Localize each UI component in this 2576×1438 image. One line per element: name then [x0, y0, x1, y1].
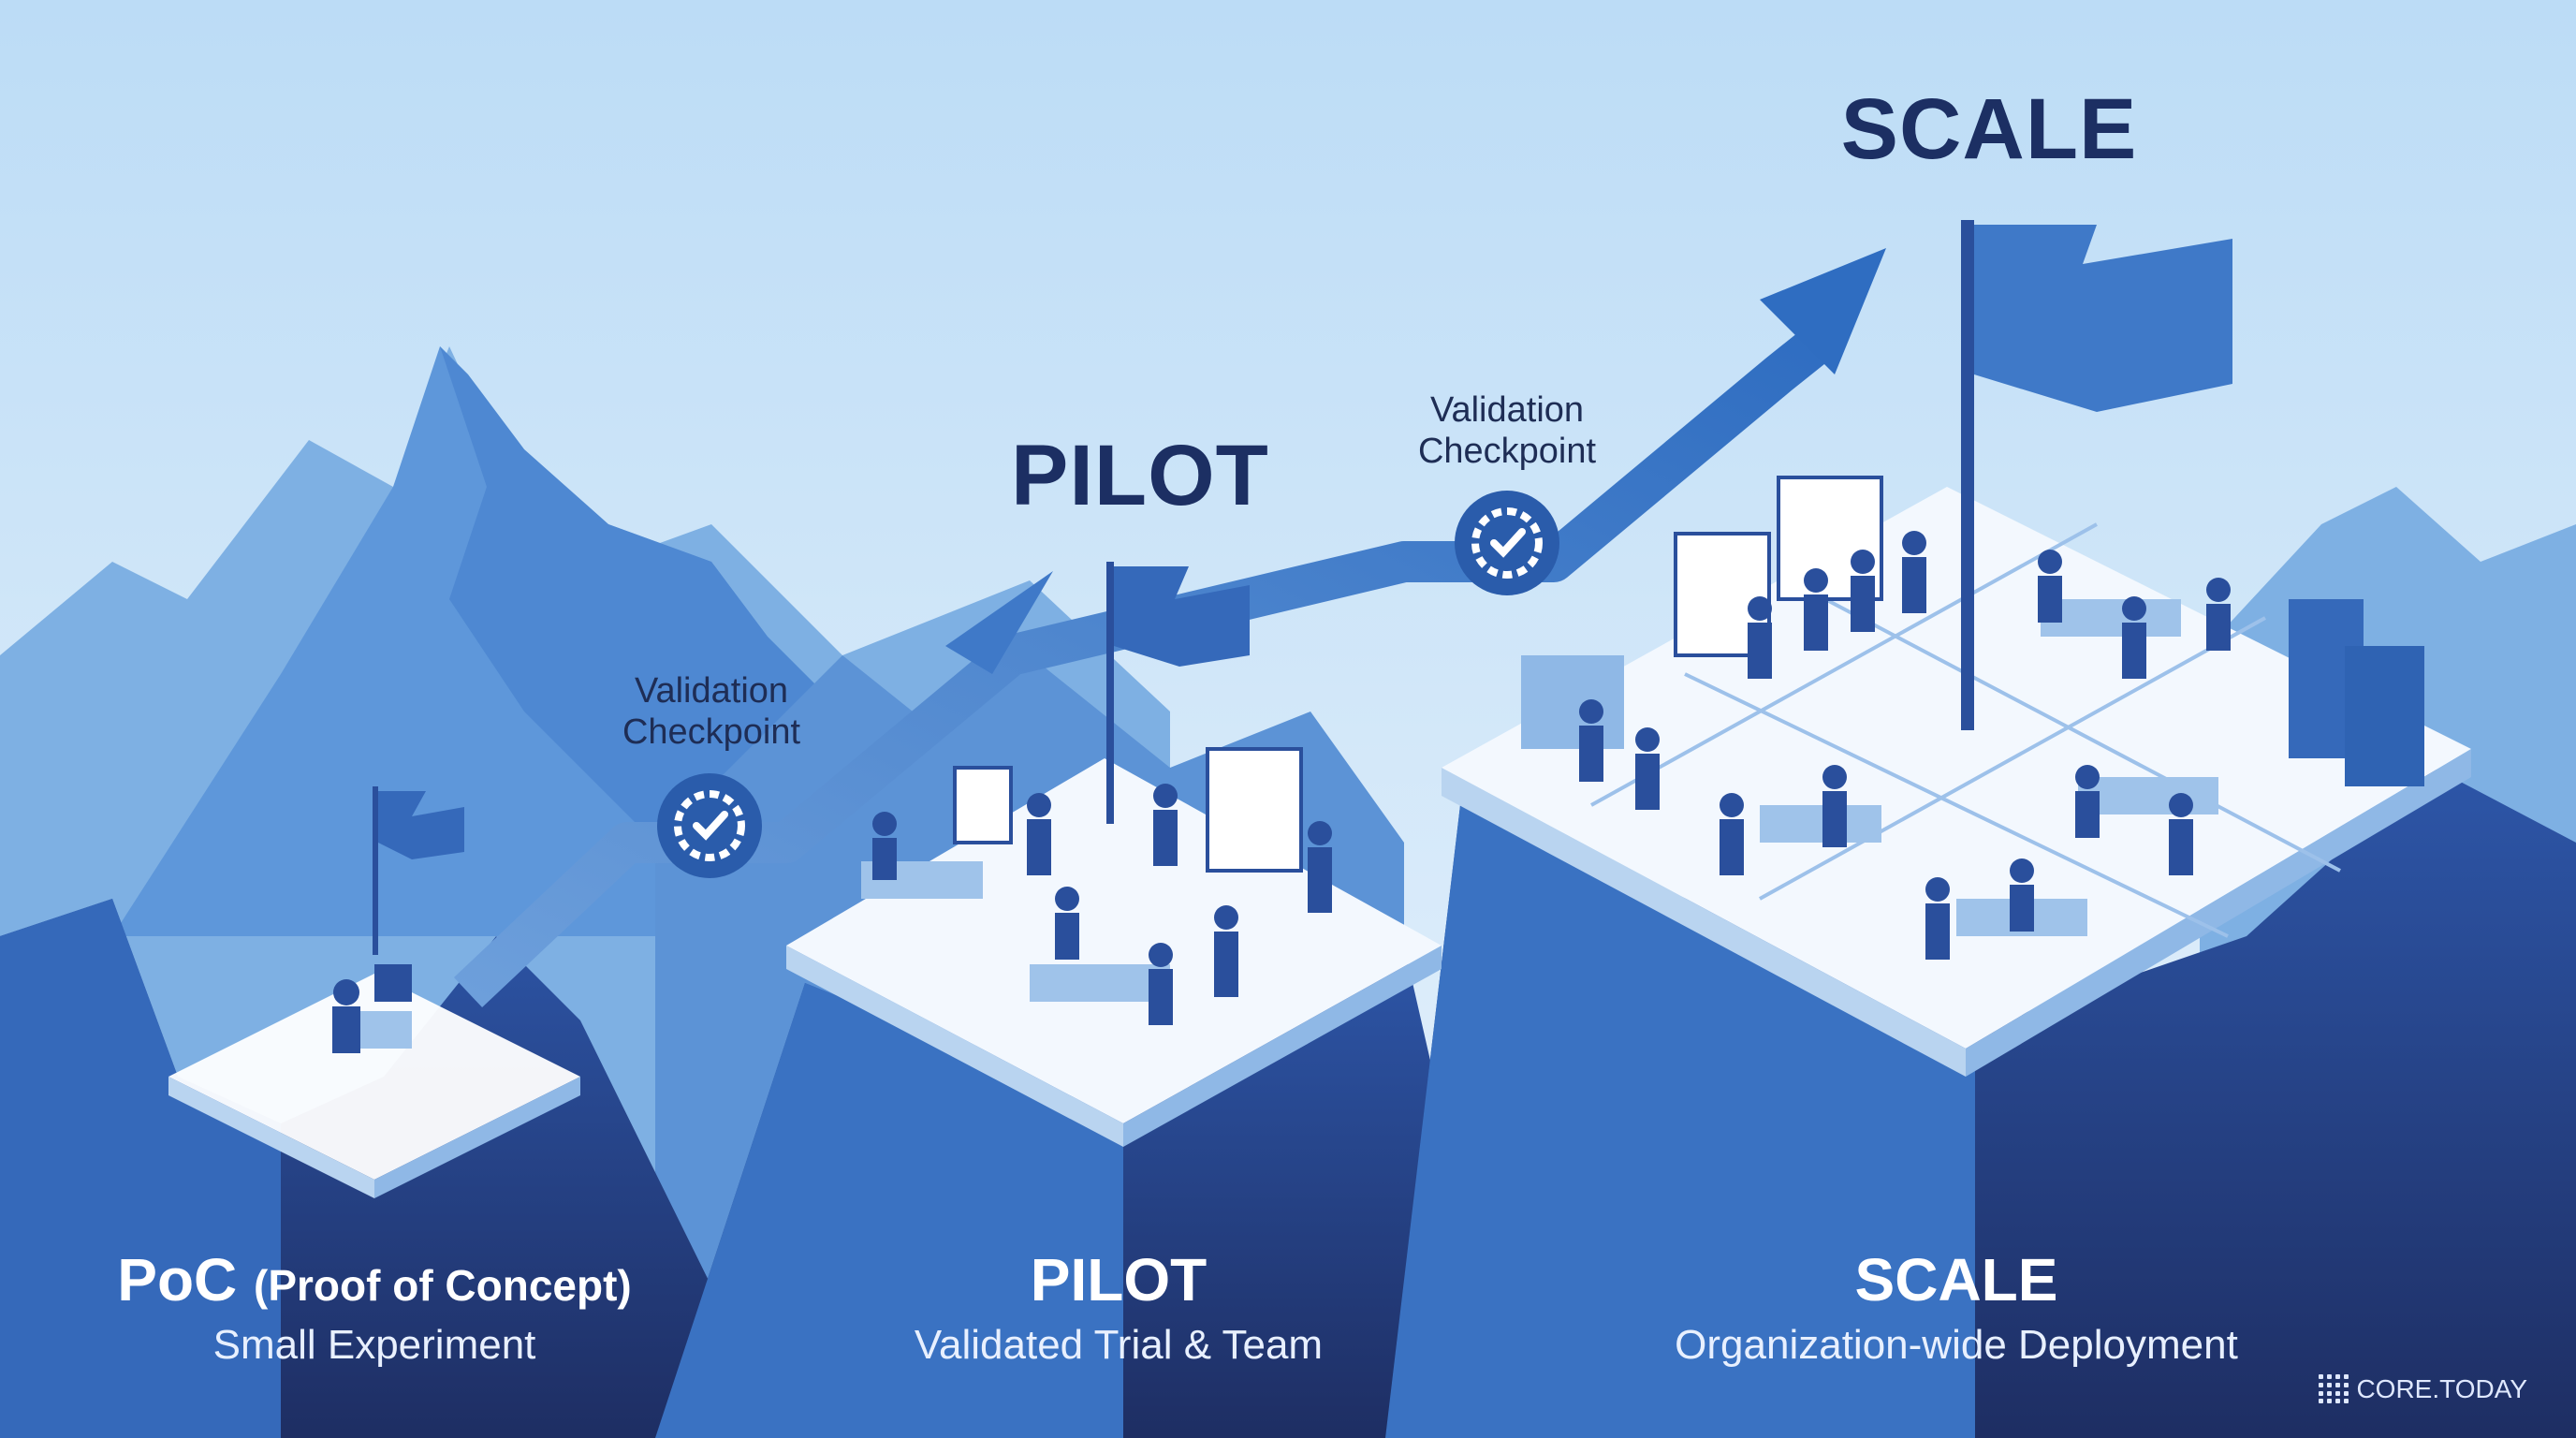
dot-grid-logo-icon [2319, 1374, 2349, 1404]
pilot-platform [786, 758, 1442, 1147]
poc-title-extra: (Proof of Concept) [254, 1261, 632, 1310]
pilot-mountain-light [655, 983, 1123, 1438]
brand-watermark: CORE.TODAY [2319, 1374, 2527, 1404]
checkpoint-2-line2: Checkpoint [1417, 432, 1597, 471]
pilot-title: PILOT [1030, 1246, 1208, 1313]
poc-title-main: PoC [117, 1246, 238, 1313]
pilot-flag-icon [1106, 562, 1250, 824]
pilot-team [861, 747, 1332, 1025]
checkpoint-1-label: Validation Checkpoint [599, 670, 824, 753]
checkpoint-1-icon [657, 773, 762, 878]
poc-title: PoC (Proof of Concept) [94, 1245, 655, 1314]
pilot-top-title: PILOT [1011, 428, 1269, 523]
pilot-stage-label: PILOT Validated Trial & Team [838, 1245, 1399, 1369]
checkpoint-2-label: Validation Checkpoint [1395, 389, 1619, 472]
poc-stage-label: PoC (Proof of Concept) Small Experiment [94, 1245, 655, 1369]
brand-name: CORE.TODAY [2356, 1374, 2527, 1403]
checkpoint-2-icon [1455, 491, 1559, 595]
scale-title: SCALE [1854, 1246, 2058, 1313]
scale-flag-icon [1961, 220, 2232, 730]
poc-platform [168, 974, 580, 1198]
scale-subtitle: Organization-wide Deployment [1675, 1322, 2238, 1368]
checkpoint-1-line1: Validation [634, 671, 789, 711]
pilot-subtitle: Validated Trial & Team [914, 1322, 1324, 1368]
poc-mountain-light [0, 899, 281, 1438]
checkpoint-2-line1: Validation [1429, 390, 1585, 430]
foreground-mountains [0, 768, 2576, 1438]
arrow-head-1 [945, 571, 1053, 674]
scale-network-lines [1590, 522, 2341, 938]
checkpoint-1-line2: Checkpoint [622, 712, 801, 752]
poc-subtitle: Small Experiment [212, 1322, 536, 1368]
arrow-head-final [1760, 248, 1886, 374]
poc-worker [332, 964, 412, 1053]
poc-flag-icon [373, 786, 464, 955]
scale-top-title: SCALE [1840, 81, 2138, 177]
scale-organization [1521, 476, 2424, 960]
scale-stage-label: SCALE Organization-wide Deployment [1601, 1245, 2312, 1369]
